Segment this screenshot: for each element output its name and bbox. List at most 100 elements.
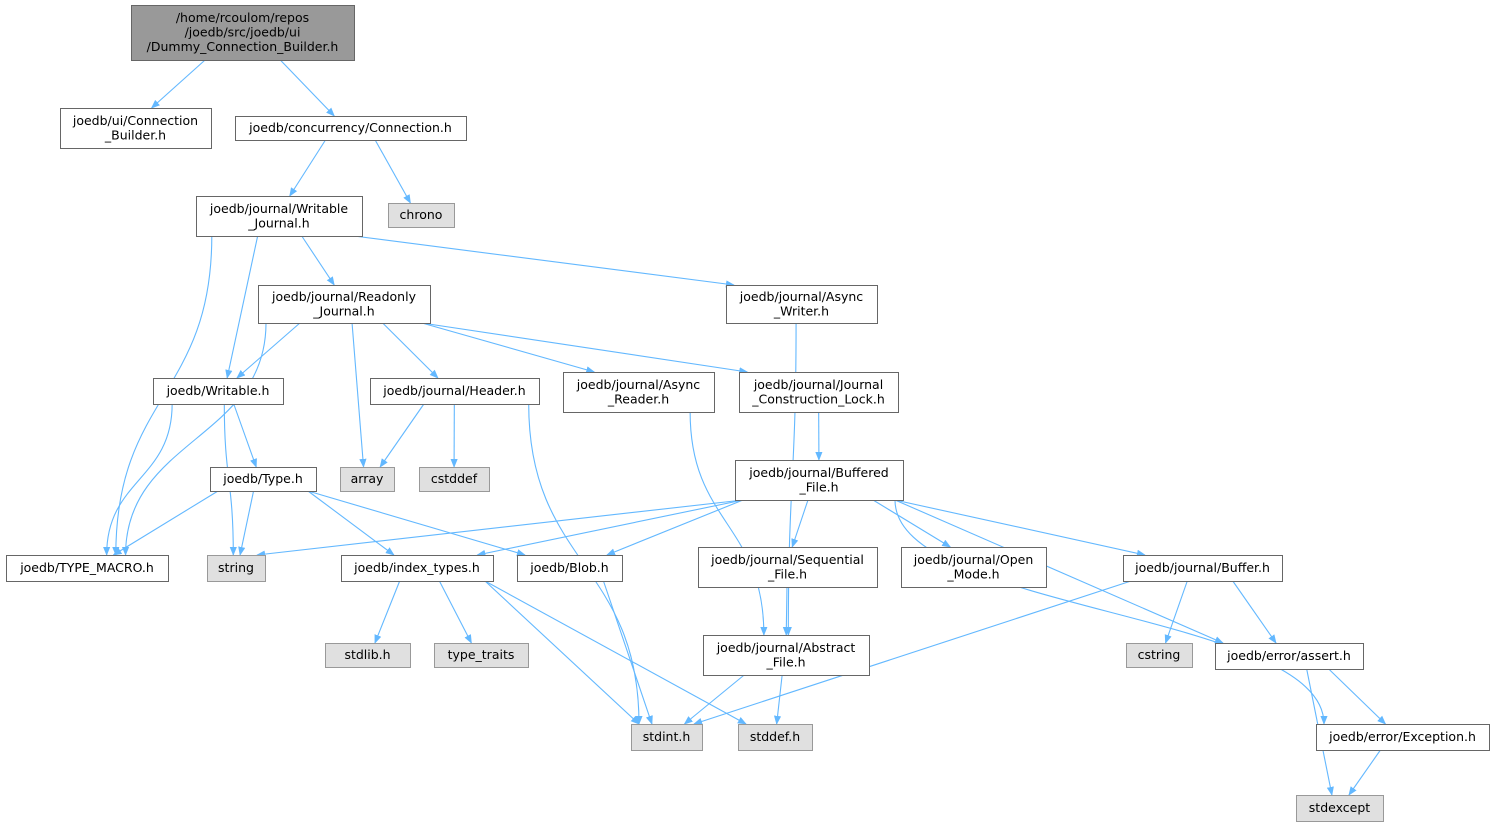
node-label-line: _Builder.h (104, 127, 166, 142)
edge-readonly_journal-to-header (382, 322, 439, 379)
node-box (739, 372, 899, 413)
node-label-line: /home/rcoulom/repos (176, 10, 309, 25)
edge-buffer-to-cstring (1164, 580, 1188, 644)
node-label-line: joedb/journal/Header.h (382, 383, 525, 398)
node-writable-journal[interactable]: joedb/journal/Writable_Journal.h (196, 196, 363, 237)
node-box (419, 467, 490, 492)
node-type[interactable]: joedb/Type.h (210, 467, 317, 492)
node-label-line: _File.h (767, 566, 807, 581)
edge-connection-to-writable_journal (289, 139, 326, 197)
node-root[interactable]: /home/rcoulom/repos/joedb/src/joedb/ui/D… (131, 5, 355, 61)
node-box (434, 643, 529, 668)
node-label-line: type_traits (448, 647, 515, 662)
node-label-line: cstring (1138, 647, 1181, 662)
node-readonly-journal[interactable]: joedb/journal/Readonly_Journal.h (258, 285, 431, 324)
node-box (631, 724, 703, 751)
node-sequential-file[interactable]: joedb/journal/Sequential_File.h (698, 547, 878, 588)
edge-buffered_file-to-buffer (894, 499, 1146, 557)
node-box (563, 372, 715, 413)
node-async-reader[interactable]: joedb/journal/Async_Reader.h (563, 372, 715, 413)
node-label-line: string (218, 560, 254, 575)
edge-writable_journal-to-writable (225, 235, 259, 379)
edge-readonly_journal-to-writable (236, 322, 301, 379)
node-chrono[interactable]: chrono (388, 203, 455, 228)
edge-writable-to-type (233, 403, 257, 468)
edge-readonly_journal-to-array (351, 322, 367, 468)
edge-buffered_file-to-assert (894, 499, 1224, 644)
node-label-line: joedb/journal/Readonly (271, 289, 417, 304)
node-blob[interactable]: joedb/Blob.h (517, 555, 623, 582)
node-box (370, 378, 540, 405)
node-box (325, 643, 411, 668)
node-label-line: _Writer.h (773, 303, 829, 318)
edge-sequential_file-to-abstract_file (782, 586, 790, 636)
node-buffered-file[interactable]: joedb/journal/Buffered_File.h (735, 460, 904, 501)
node-box (703, 635, 870, 676)
edge-exception-to-stdexcept (1348, 749, 1381, 796)
node-array[interactable]: array (340, 467, 395, 492)
node-async-writer[interactable]: joedb/journal/Async_Writer.h (726, 285, 878, 324)
node-label-line: /joedb/src/joedb/ui (185, 25, 301, 40)
edge-async_reader-to-abstract_file (689, 411, 768, 636)
node-label-line: _Mode.h (946, 566, 999, 581)
edge-readonly_journal-to-type_macro (121, 322, 267, 556)
node-label-line: joedb/journal/Writable (209, 201, 348, 216)
node-label-line: array (351, 471, 384, 486)
node-label-line: joedb/error/assert.h (1226, 648, 1351, 663)
node-connection[interactable]: joedb/concurrency/Connection.h (235, 116, 467, 141)
node-box (207, 555, 266, 582)
node-label-line: joedb/Blob.h (529, 560, 608, 575)
node-label-line: joedb/journal/Journal (753, 377, 883, 392)
node-string[interactable]: string (207, 555, 266, 582)
node-stdexcept[interactable]: stdexcept (1296, 795, 1384, 822)
edge-type-to-index_types (307, 490, 395, 556)
node-box (738, 724, 813, 751)
node-label-line: joedb/journal/Sequential (710, 552, 864, 567)
node-buffer[interactable]: joedb/journal/Buffer.h (1123, 555, 1283, 582)
node-open-mode[interactable]: joedb/journal/Open_Mode.h (901, 547, 1047, 588)
node-box (153, 378, 284, 405)
node-label-line: joedb/Writable.h (166, 383, 270, 398)
node-exception[interactable]: joedb/error/Exception.h (1316, 724, 1490, 751)
node-box (1126, 643, 1193, 668)
node-label-line: joedb/journal/Buffer.h (1134, 560, 1270, 575)
node-box (726, 285, 878, 324)
edges-layer (103, 59, 1387, 796)
node-writable[interactable]: joedb/Writable.h (153, 378, 284, 405)
node-label-line: stdlib.h (344, 647, 390, 662)
edge-readonly_journal-to-journal_lock (421, 322, 749, 375)
edge-buffer-to-assert (1232, 580, 1277, 644)
node-label-line: joedb/Type.h (222, 471, 303, 486)
node-stddef[interactable]: stddef.h (738, 724, 813, 751)
edge-connection-to-chrono (374, 139, 411, 204)
node-box (131, 5, 355, 61)
node-label-line: _Construction_Lock.h (751, 391, 885, 406)
node-label-line: cstddef (431, 471, 478, 486)
node-box (698, 547, 878, 588)
edge-abstract_file-to-stddef (773, 674, 783, 725)
node-box (735, 460, 904, 501)
node-type-macro[interactable]: joedb/TYPE_MACRO.h (6, 555, 169, 582)
node-assert[interactable]: joedb/error/assert.h (1215, 643, 1364, 670)
node-abstract-file[interactable]: joedb/journal/Abstract_File.h (703, 635, 870, 676)
node-type-traits[interactable]: type_traits (434, 643, 529, 668)
edge-buffered_file-to-sequential_file (791, 499, 809, 548)
edge-writable_journal-to-async_writer (353, 235, 735, 288)
edge-writable_journal-to-readonly_journal (301, 235, 335, 286)
node-index-types[interactable]: joedb/index_types.h (341, 555, 494, 582)
node-box (1296, 795, 1384, 822)
node-header[interactable]: joedb/journal/Header.h (370, 378, 540, 405)
node-journal-lock[interactable]: joedb/journal/Journal_Construction_Lock.… (739, 372, 899, 413)
node-box (6, 555, 169, 582)
node-label-line: joedb/journal/Async (739, 289, 864, 304)
node-connection-builder[interactable]: joedb/ui/Connection_Builder.h (60, 108, 212, 149)
node-label-line: joedb/journal/Open (913, 552, 1034, 567)
node-label-line: _File.h (798, 479, 838, 494)
node-label-line: joedb/concurrency/Connection.h (248, 120, 452, 135)
node-stdint[interactable]: stdint.h (631, 724, 703, 751)
edge-readonly_journal-to-async_reader (421, 322, 596, 374)
node-cstddef[interactable]: cstddef (419, 467, 490, 492)
node-stdlib[interactable]: stdlib.h (325, 643, 411, 668)
node-cstring[interactable]: cstring (1126, 643, 1193, 668)
